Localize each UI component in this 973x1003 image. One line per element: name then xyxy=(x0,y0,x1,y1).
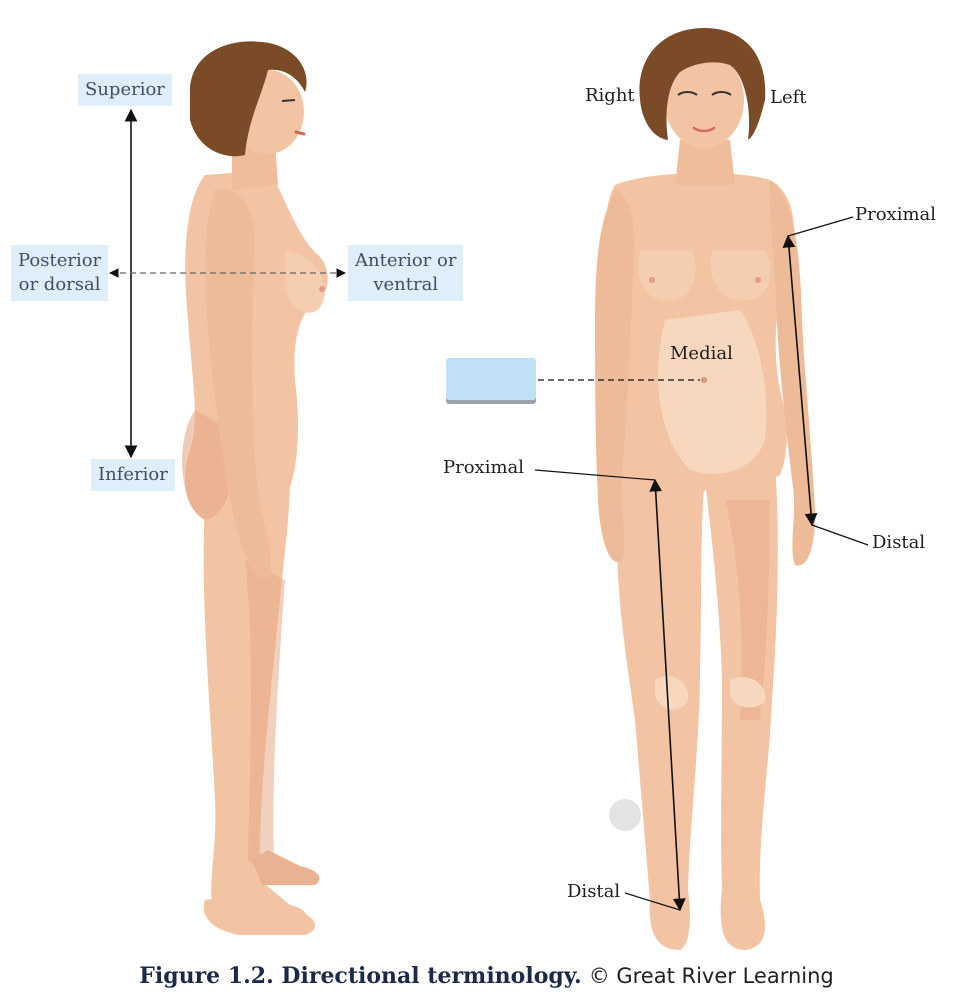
label-proximal-leg: Proximal xyxy=(443,457,525,478)
proximal-arm-leader xyxy=(787,216,854,237)
label-left: Left xyxy=(770,87,807,108)
label-posterior: Posterior or dorsal xyxy=(11,245,109,301)
side-eye xyxy=(281,99,296,102)
front-nipple-right xyxy=(649,277,655,283)
front-nipple-left xyxy=(755,277,761,283)
front-face xyxy=(664,52,744,148)
leg-proximal-distal-arrow xyxy=(649,478,686,912)
label-distal-arm: Distal xyxy=(872,532,926,553)
front-hair xyxy=(639,28,766,140)
label-anterior: Anterior or ventral xyxy=(348,245,464,301)
proximal-leg-leader xyxy=(534,469,656,481)
label-proximal-arm: Proximal xyxy=(855,204,937,225)
front-leg-shadow xyxy=(725,500,770,720)
front-navel xyxy=(701,377,707,383)
front-breast-right xyxy=(638,250,696,301)
faint-dot xyxy=(609,799,641,831)
lateral-label-box xyxy=(446,358,536,400)
side-lips xyxy=(294,130,306,136)
side-hair xyxy=(189,41,307,157)
front-lips xyxy=(692,126,716,133)
front-eye-left xyxy=(711,91,732,96)
label-distal-leg: Distal xyxy=(567,881,621,902)
side-back-leg-shadow xyxy=(245,560,285,885)
caption-title: Figure 1.2. Directional terminology. xyxy=(139,963,582,989)
front-left-leg xyxy=(616,470,705,950)
label-superior: Superior xyxy=(78,74,172,106)
distal-leg-leader xyxy=(624,892,681,911)
front-right-arm xyxy=(595,190,635,562)
arm-proximal-distal-arrow xyxy=(782,234,818,527)
side-view-body xyxy=(182,41,328,935)
label-right: Right xyxy=(585,85,635,106)
side-back-foot xyxy=(252,850,320,885)
label-medial: Medial xyxy=(670,343,733,364)
front-neck xyxy=(675,140,735,185)
front-eye-right xyxy=(677,91,698,96)
front-right-knee xyxy=(730,677,766,708)
front-belly-light xyxy=(658,310,767,474)
front-breast-left xyxy=(710,250,771,301)
side-nipple xyxy=(319,286,325,292)
figure-caption: Figure 1.2. Directional terminology. © G… xyxy=(0,963,973,989)
distal-arm-leader xyxy=(811,524,869,546)
side-breast xyxy=(285,250,326,313)
front-right-leg xyxy=(705,465,778,950)
label-inferior: Inferior xyxy=(91,459,175,491)
side-arm xyxy=(205,189,272,579)
caption-credit: © Great River Learning xyxy=(588,964,834,988)
side-foot xyxy=(203,892,316,935)
